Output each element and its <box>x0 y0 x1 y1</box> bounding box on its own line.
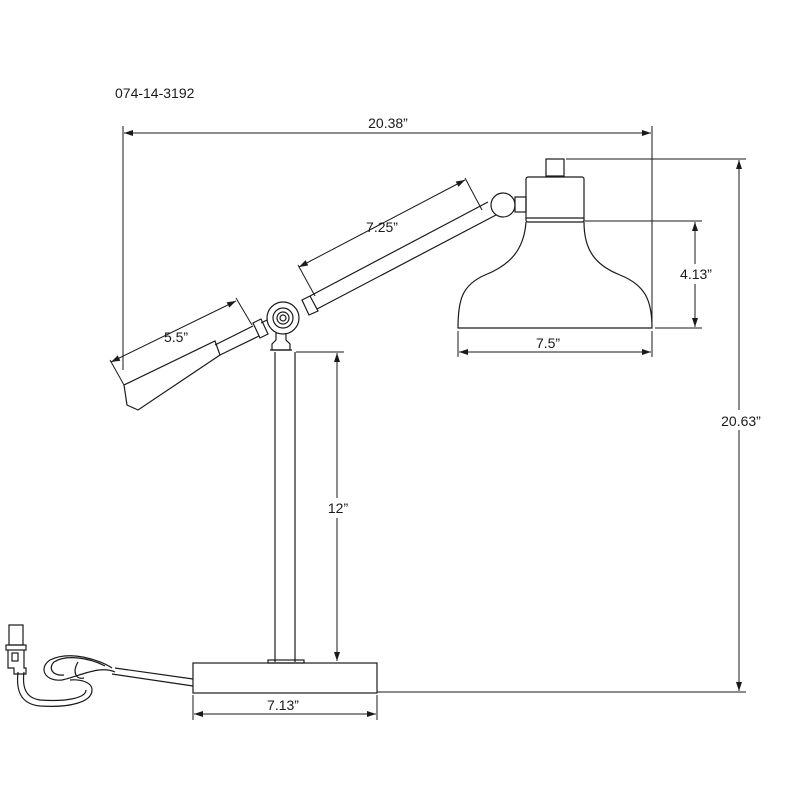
shade-width-dimension: 7.5” <box>457 331 653 357</box>
shade-height-dimension: 4.13” <box>584 220 716 329</box>
upper-arm <box>301 201 497 316</box>
svg-text:7.5”: 7.5” <box>536 335 560 351</box>
svg-text:7.13”: 7.13” <box>267 697 299 713</box>
upper-arm-dimension: 7.25” <box>297 177 483 297</box>
stem-height-dimension: 12” <box>296 351 352 661</box>
model-number: 074-14-3192 <box>115 85 195 101</box>
lamp-shade <box>457 158 653 329</box>
svg-text:4.13”: 4.13” <box>680 266 712 282</box>
svg-text:20.63”: 20.63” <box>721 413 761 429</box>
lower-arm-dimension: 5.5” <box>109 297 253 386</box>
svg-text:7.25”: 7.25” <box>366 219 398 235</box>
lamp-base <box>192 662 378 694</box>
lamp-stem <box>267 333 305 664</box>
overall-height-dimension: 20.63” <box>377 158 770 693</box>
svg-text:5.5”: 5.5” <box>164 329 188 345</box>
base-width-dimension: 7.13” <box>192 695 378 720</box>
power-cord-plug <box>5 624 194 707</box>
overall-width-dimension: 20.38” <box>122 115 653 370</box>
lower-arm <box>123 325 260 411</box>
svg-text:20.38”: 20.38” <box>368 115 408 131</box>
arm-joint <box>252 301 300 339</box>
svg-text:12”: 12” <box>328 500 349 516</box>
